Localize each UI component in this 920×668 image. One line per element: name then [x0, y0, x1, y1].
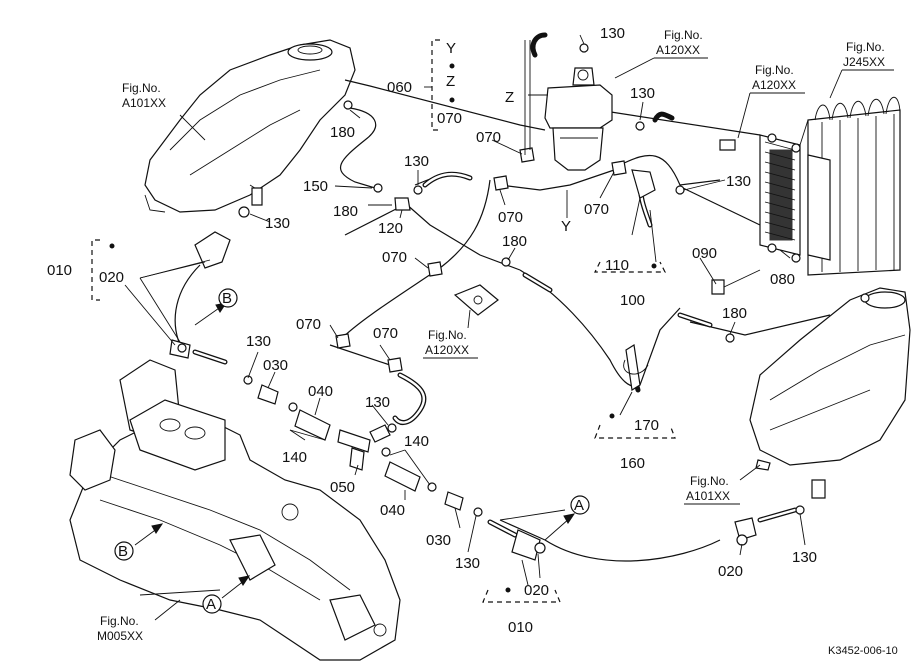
label-070-c: 070	[584, 201, 609, 218]
fuel-tank-right	[749, 287, 911, 499]
fig-ref-a120-top-l2: A120XX	[656, 43, 700, 57]
callout-a-mid-label: A	[574, 497, 584, 514]
bracket-160	[623, 344, 649, 391]
label-130-c: 130	[726, 173, 751, 190]
label-100: 100	[620, 292, 645, 309]
bracket-100	[631, 169, 657, 263]
label-130-f: 130	[365, 394, 390, 411]
label-090: 090	[692, 245, 717, 262]
fig-ref-a101-right-l2: A101XX	[686, 489, 730, 503]
frame-lower-left	[69, 359, 401, 661]
grille-j245	[799, 96, 901, 276]
label-y: Y	[561, 218, 571, 235]
label-020-right: 020	[718, 563, 743, 580]
fig-ref-a101-right-l1: Fig.No.	[690, 474, 729, 488]
callout-a-bottom-label: A	[206, 596, 216, 613]
callouts: B A B A	[114, 288, 590, 614]
label-080: 080	[770, 271, 795, 288]
figure-references: Fig.No. A101XX Fig.No. A120XX Fig.No. J2…	[97, 28, 894, 643]
fig-ref-a120-mid-l1: Fig.No.	[428, 328, 467, 342]
label-070-f: 070	[373, 325, 398, 342]
label-z: Z	[505, 89, 514, 106]
sender-020-right	[734, 517, 757, 546]
fig-ref-m005-l2: M005XX	[97, 629, 143, 643]
fuel-filter	[524, 40, 613, 171]
label-030-b: 030	[426, 532, 451, 549]
label-group-y: Y	[446, 40, 456, 57]
drawing-code: K3452-006-10	[828, 645, 898, 657]
fig-ref-a120-mid-l2: A120XX	[425, 343, 469, 357]
label-010-bottom: 010	[508, 619, 533, 636]
label-group-z: Z	[446, 73, 455, 90]
label-170: 170	[634, 417, 659, 434]
label-040-b: 040	[380, 502, 405, 519]
label-130-b: 130	[630, 85, 655, 102]
part-labels: 060 Y Z 070 180 150 180 130 120 130 130 …	[47, 25, 817, 636]
label-020-left: 020	[99, 269, 124, 286]
label-040-a: 040	[308, 383, 333, 400]
fig-ref-m005-l1: Fig.No.	[100, 614, 139, 628]
fig-ref-a120-right-l1: Fig.No.	[755, 63, 794, 77]
label-180-a: 180	[330, 124, 355, 141]
label-020-bottom: 020	[524, 582, 549, 599]
label-180-c: 180	[502, 233, 527, 250]
label-010-left: 010	[47, 262, 72, 279]
label-160: 160	[620, 455, 645, 472]
callout-b-top	[218, 288, 238, 308]
sender-010-left	[139, 187, 271, 279]
cooler-080	[711, 133, 801, 295]
label-070-group: 070	[437, 110, 462, 127]
label-130-g: 130	[455, 555, 480, 572]
fig-ref-a101-top-l1: Fig.No.	[122, 81, 161, 95]
leader-lines	[124, 34, 806, 579]
sender-010-bottom	[511, 529, 546, 586]
fig-ref-a101-top-l2: A101XX	[122, 96, 166, 110]
label-070-b: 070	[498, 209, 523, 226]
label-180-b: 180	[333, 203, 358, 220]
label-150: 150	[303, 178, 328, 195]
fig-ref-j245-l1: Fig.No.	[846, 40, 885, 54]
label-140-b: 140	[282, 449, 307, 466]
label-140-a: 140	[404, 433, 429, 450]
label-070-a: 070	[476, 129, 501, 146]
label-130-h: 130	[792, 549, 817, 566]
callout-b-bottom-label: B	[118, 543, 128, 560]
label-110: 110	[605, 257, 629, 274]
label-060: 060	[387, 79, 412, 96]
label-070-e: 070	[296, 316, 321, 333]
fuel-tank-left	[144, 39, 356, 213]
fig-ref-a120-right-l2: A120XX	[752, 78, 796, 92]
label-130-d: 130	[265, 215, 290, 232]
callout-a-mid	[570, 495, 590, 515]
fig-ref-j245-l2: J245XX	[843, 55, 885, 69]
callout-a-bottom	[202, 594, 222, 614]
fig-ref-a120-top-l1: Fig.No.	[664, 28, 703, 42]
label-120: 120	[378, 220, 403, 237]
label-180-d: 180	[722, 305, 747, 322]
label-130-e: 130	[246, 333, 271, 350]
callout-b-top-label: B	[222, 290, 232, 307]
label-070-d: 070	[382, 249, 407, 266]
callout-b-bottom	[114, 541, 134, 561]
label-130-a: 130	[404, 153, 429, 170]
label-030-a: 030	[263, 357, 288, 374]
label-130-top: 130	[600, 25, 625, 42]
inline-fittings	[243, 43, 805, 517]
label-050: 050	[330, 479, 355, 496]
